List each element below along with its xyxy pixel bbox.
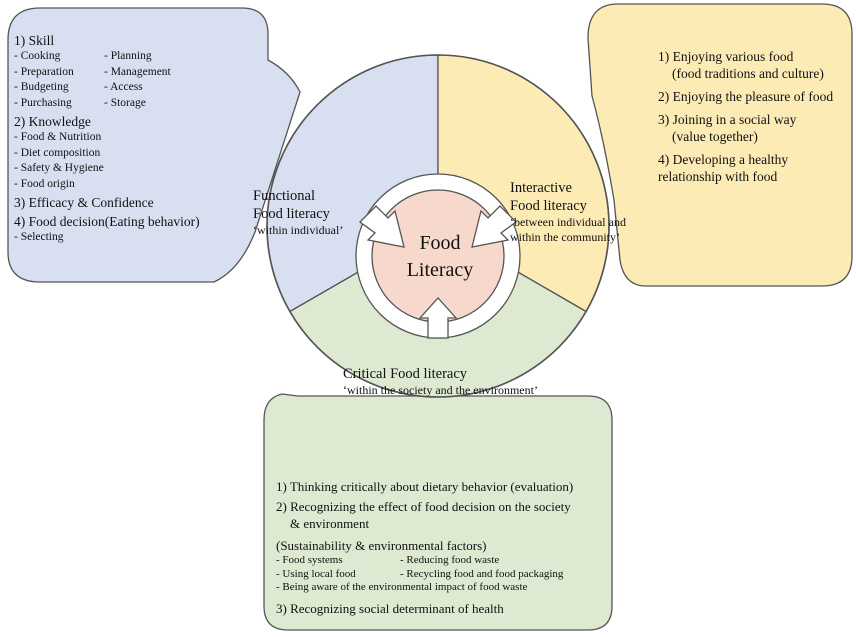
critical-detail-box: 1) Thinking critically about dietary beh… bbox=[276, 478, 616, 617]
skill-item: - Cooking bbox=[14, 50, 61, 62]
functional-label-line1: Functional bbox=[253, 188, 316, 204]
critical-item-2-heading: (Sustainability & environmental factors) bbox=[276, 538, 487, 553]
critical-item-2-cont: & environment bbox=[290, 516, 370, 531]
functional-detail-box: 1) Skill - Cooking - Planning - Preparati… bbox=[14, 30, 254, 246]
functional-quote: ‘within individual’ bbox=[253, 223, 344, 237]
interactive-item-2: 2) Enjoying the pleasure of food bbox=[658, 89, 834, 104]
skill-item: - Purchasing bbox=[14, 96, 72, 109]
critical-item-3: 3) Recognizing social determinant of hea… bbox=[276, 600, 504, 616]
core-label-line2: Literacy bbox=[406, 259, 474, 281]
interactive-label: Interactive Food literacy ‘between indiv… bbox=[510, 179, 626, 245]
interactive-item-1-text: 1) Enjoying various food bbox=[658, 49, 794, 64]
knowledge-item: - Food & Nutrition bbox=[14, 131, 102, 143]
interactive-box-shape bbox=[587, 3, 853, 287]
critical-sub-item: - Using local food bbox=[276, 567, 356, 580]
knowledge-item: - Food origin bbox=[14, 177, 75, 190]
critical-box-shape bbox=[263, 393, 613, 631]
core-label: Food Literacy bbox=[385, 230, 495, 284]
skill-item: - Budgeting bbox=[14, 81, 69, 93]
critical-label-line1: Critical Food literacy bbox=[343, 366, 468, 382]
interactive-item-1-detail: (food traditions and culture) bbox=[672, 66, 824, 81]
critical-sub-item: - Being aware of the environmental impac… bbox=[276, 581, 528, 593]
skill-heading: 1) Skill bbox=[14, 33, 55, 48]
knowledge-heading: 2) Knowledge bbox=[14, 114, 91, 129]
interactive-quote-line2: within the community’ bbox=[510, 230, 620, 244]
interactive-item-4-text: 4) Developing a healthy bbox=[658, 152, 789, 167]
arrow-interactive-icon bbox=[471, 205, 517, 248]
efficacy-heading: 3) Efficacy & Confidence bbox=[14, 195, 154, 210]
skill-item: - Preparation bbox=[14, 65, 74, 78]
functional-label-line2: Food literacy bbox=[253, 206, 330, 222]
knowledge-list: - Food & Nutrition - Diet composition - … bbox=[14, 130, 254, 192]
interactive-item-4-detail: relationship with food bbox=[658, 169, 778, 184]
interactive-item-3: 3) Joining in a social way (value togeth… bbox=[658, 111, 856, 145]
critical-quote: ‘within the society and the environment’ bbox=[343, 383, 538, 397]
arrow-critical-icon bbox=[418, 297, 458, 339]
interactive-label-line1: Interactive bbox=[510, 180, 572, 196]
decision-item: - Selecting bbox=[14, 231, 64, 243]
core-label-line1: Food bbox=[419, 232, 461, 254]
interactive-item-4: 4) Developing a healthy relationship wit… bbox=[658, 151, 856, 185]
critical-sub-list: - Food systems - Reducing food waste - Us… bbox=[276, 554, 616, 595]
skill-item: - Planning bbox=[104, 50, 152, 62]
critical-sub-item: - Food systems bbox=[276, 554, 343, 566]
critical-item-2: 2) Recognizing the effect of food decisi… bbox=[276, 499, 571, 514]
skill-item: - Storage bbox=[104, 96, 146, 109]
knowledge-item: - Safety & Hygiene bbox=[14, 162, 104, 174]
interactive-item-3-detail: (value together) bbox=[672, 129, 758, 144]
knowledge-item: - Diet composition bbox=[14, 146, 101, 159]
interactive-item-1: 1) Enjoying various food (food tradition… bbox=[658, 48, 856, 82]
critical-sub-item: - Recycling food and food packaging bbox=[400, 567, 564, 580]
interactive-item-3-text: 3) Joining in a social way bbox=[658, 112, 797, 127]
interactive-quote-line1: ‘between individual and bbox=[510, 215, 626, 229]
functional-box-shape bbox=[7, 7, 301, 283]
outer-circle-outline bbox=[266, 54, 610, 398]
functional-label: Functional Food literacy ‘within individ… bbox=[253, 187, 343, 238]
skill-list: - Cooking - Planning - Preparation - Manag… bbox=[14, 49, 254, 111]
critical-label: Critical Food literacy ‘within the socie… bbox=[343, 365, 538, 398]
skill-item: - Management bbox=[104, 65, 171, 78]
interactive-label-line2: Food literacy bbox=[510, 198, 587, 214]
arrow-functional-icon bbox=[359, 205, 405, 248]
decision-heading: 4) Food decision(Eating behavior) bbox=[14, 214, 200, 229]
skill-item: - Access bbox=[104, 81, 143, 93]
critical-sub-item: - Reducing food waste bbox=[400, 554, 500, 566]
interactive-detail-box: 1) Enjoying various food (food tradition… bbox=[658, 48, 856, 191]
critical-item-1: 1) Thinking critically about dietary beh… bbox=[276, 479, 574, 494]
